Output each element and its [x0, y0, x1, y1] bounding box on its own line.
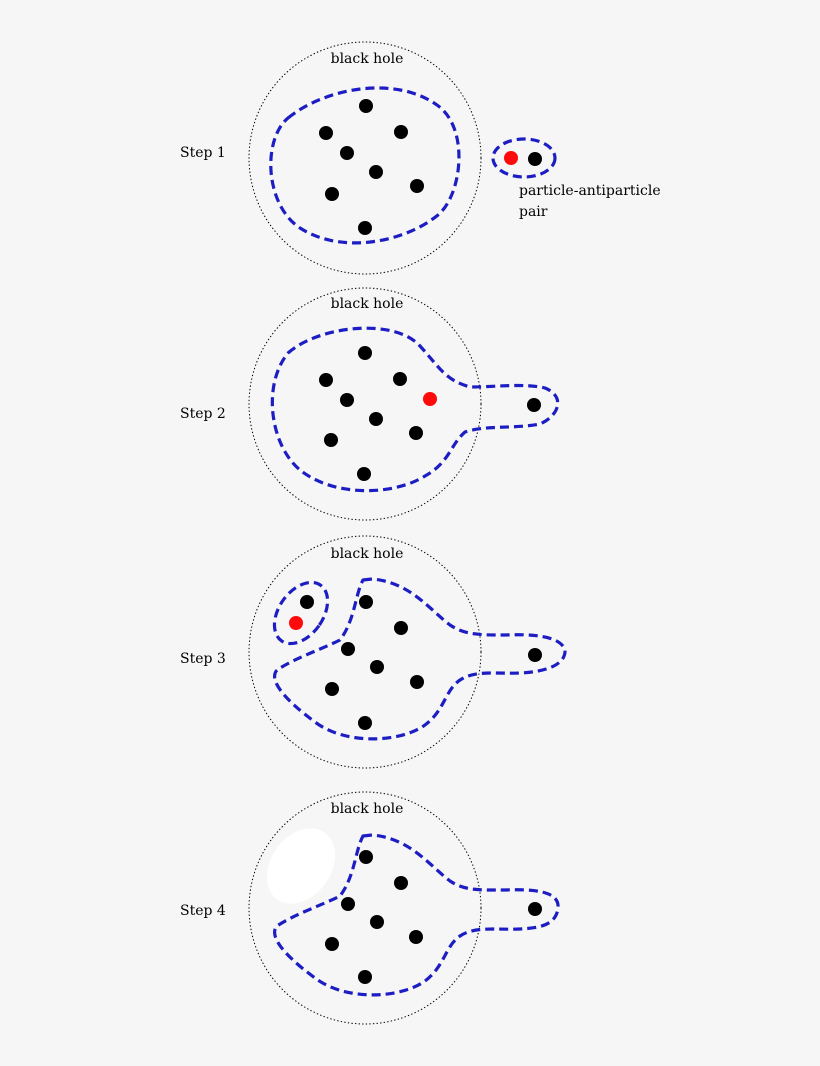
particle-dot [410, 179, 424, 193]
step-3-interior-particles [289, 595, 424, 730]
step-3-label: Step 3 [180, 651, 226, 667]
step-2-panel: Step 2 black hole [180, 287, 560, 521]
evaporated-region [266, 828, 336, 904]
particle-dot [300, 595, 314, 609]
particle-dot [369, 165, 383, 179]
particle-dot [358, 970, 372, 984]
particle-dot [357, 467, 371, 481]
particle-dot [340, 393, 354, 407]
step-1-label: Step 1 [180, 145, 226, 161]
particle-dot [394, 125, 408, 139]
step-3-panel: Step 3 black hole [180, 535, 567, 769]
particle-dot [409, 426, 423, 440]
step-3-event-horizon [273, 577, 567, 741]
particle-dot [369, 412, 383, 426]
step-1-particle-antiparticle-pair [491, 137, 557, 179]
pair-label-line-2: pair [519, 204, 548, 220]
step-3-separated-pair-outline [272, 580, 330, 646]
step-2-event-horizon [270, 326, 560, 493]
antiparticle-dot [504, 151, 518, 165]
antiparticle-dot [423, 392, 437, 406]
particle-dot [340, 146, 354, 160]
step-1-panel: Step 1 black hole particle-antiparticle … [180, 41, 661, 275]
particle-dot [409, 930, 423, 944]
step-4-panel: Step 4 black hole [180, 791, 560, 1025]
step-1-interior-particles [319, 99, 424, 235]
step-4-event-horizon [273, 833, 560, 997]
step-2-interior-particles [319, 346, 437, 481]
step-2-label: Step 2 [180, 406, 226, 422]
particle-dot [370, 660, 384, 674]
step-1-black-hole-boundary [248, 41, 482, 275]
particle-dot [394, 621, 408, 635]
step-2-black-hole-boundary [248, 287, 482, 521]
particle-dot [324, 433, 338, 447]
escaping-particle-dot [527, 398, 541, 412]
escaping-particle-dot [528, 648, 542, 662]
escaping-particle-dot [528, 902, 542, 916]
particle-dot [341, 642, 355, 656]
step-3-black-hole-boundary [248, 535, 482, 769]
particle-dot [319, 126, 333, 140]
step-1-event-horizon [269, 86, 461, 245]
particle-dot [410, 675, 424, 689]
particle-dot [359, 99, 373, 113]
step-2-black-hole-label: black hole [331, 296, 404, 312]
step-3-black-hole-label: black hole [331, 546, 404, 562]
antiparticle-dot [289, 616, 303, 630]
particle-dot [325, 682, 339, 696]
step-4-interior-particles [325, 850, 423, 984]
pair-label-line-1: particle-antiparticle [519, 183, 661, 199]
step-4-black-hole-label: black hole [331, 801, 404, 817]
particle-dot [358, 716, 372, 730]
step-4-label: Step 4 [180, 903, 226, 919]
pair-dashed-outline [491, 137, 557, 179]
particle-dot [358, 346, 372, 360]
particle-dot [370, 915, 384, 929]
step-4-black-hole-boundary [248, 791, 482, 1025]
particle-dot [319, 373, 333, 387]
particle-dot [394, 876, 408, 890]
particle-dot [358, 221, 372, 235]
particle-dot [528, 152, 542, 166]
particle-dot [359, 595, 373, 609]
particle-dot [359, 850, 373, 864]
particle-dot [393, 372, 407, 386]
step-1-black-hole-label: black hole [331, 51, 404, 67]
particle-dot [341, 897, 355, 911]
particle-dot [325, 937, 339, 951]
particle-dot [325, 187, 339, 201]
